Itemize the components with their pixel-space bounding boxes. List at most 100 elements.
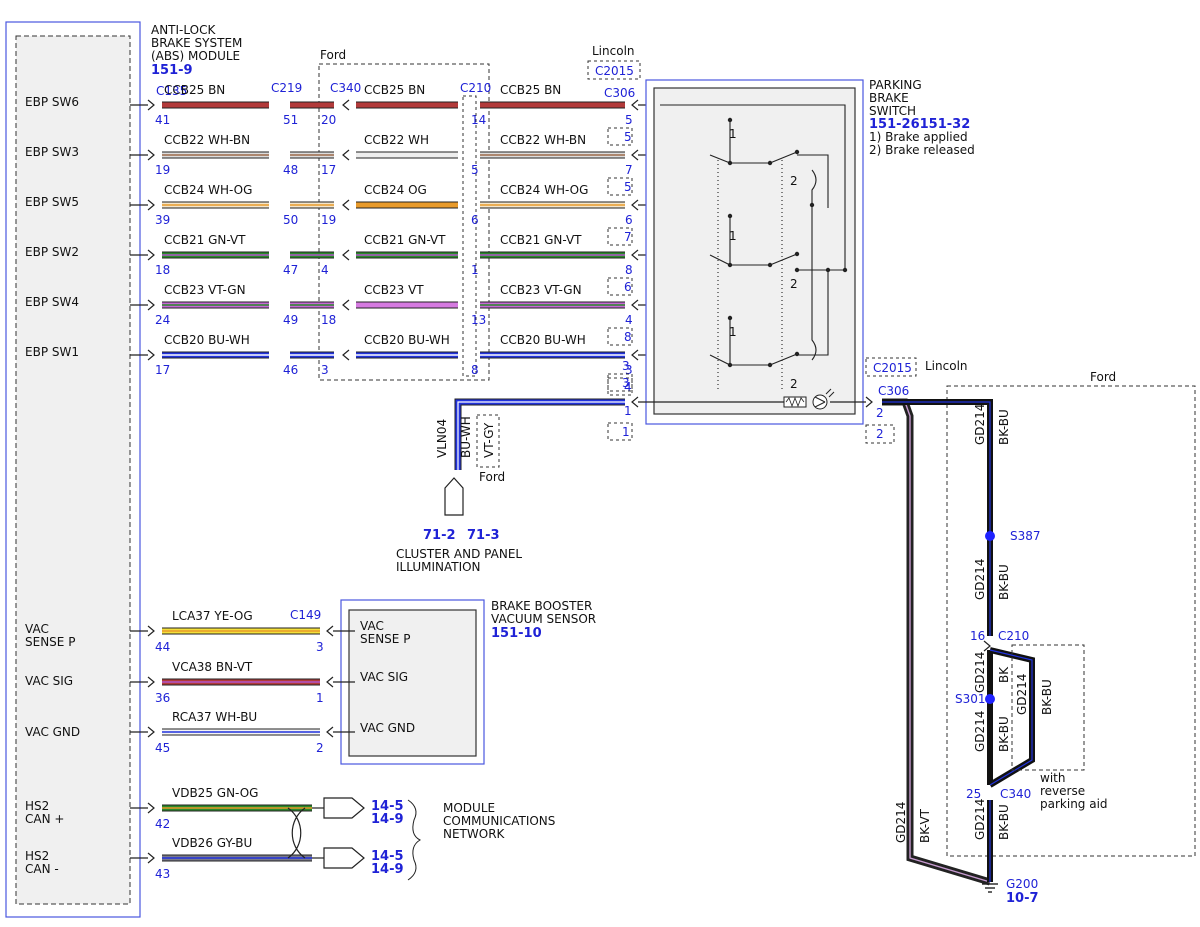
c340-label: C340 [330, 81, 361, 95]
circuit-sw5-pin-1: 50 [283, 213, 298, 227]
booster-pin-gnd: VAC GND [360, 721, 415, 735]
parking-switch-ref[interactable]: 151-26151-32 [869, 117, 970, 132]
can-circuit-0-label: VDB25 GN-OG [172, 786, 258, 800]
abs-pin-ebp-sw3: EBP SW3 [25, 145, 79, 159]
illum-alt-1b: 3 [622, 359, 630, 373]
ground-pin-2: 2 [876, 406, 884, 420]
circuit-sw5-alt-box [607, 227, 633, 246]
circuit-sw4-pin-0: 24 [155, 313, 170, 327]
abs-pin-ebp-sw1: EBP SW1 [25, 345, 79, 359]
ford-region-top [318, 63, 490, 381]
circuit-sw3-pin-2: 17 [321, 163, 336, 177]
illum-wire-name: VLN04 [435, 419, 449, 458]
c210-ground-label: C210 [998, 629, 1029, 643]
splice-s387 [985, 531, 995, 541]
c340-ground-label: C340 [1000, 787, 1031, 801]
abs-pin-can-plus-2: CAN + [25, 812, 64, 826]
circuit-sw3-label-1: CCB22 WH-BN [164, 133, 250, 147]
lincoln-top-label: Lincoln [592, 44, 635, 58]
booster-title-2: VACUUM SENSOR [491, 612, 596, 626]
wire5-name: GD214 [973, 711, 987, 752]
sw-pos-2b: 2 [790, 277, 798, 291]
circuit-sw6-alt-pin: 5 [624, 130, 632, 144]
illum-alt-box-2 [607, 422, 633, 441]
wire1-color: BK-BU [997, 409, 1011, 445]
c135-label: C135 [156, 84, 187, 98]
wire2-color: BK-BU [997, 564, 1011, 600]
parking-switch-note-1: 1) Brake applied [869, 130, 968, 144]
booster-circuit-1-label: VCA38 BN-VT [172, 660, 253, 674]
booster-circuit-2-left-pin: 45 [155, 741, 170, 755]
c210-label: C210 [460, 81, 491, 95]
circuit-sw2-arrow-3 [631, 249, 639, 261]
booster-circuit-0-arrow [147, 625, 155, 637]
circuit-sw6-pin-0: 41 [155, 113, 170, 127]
abs-pin-can-plus-1: HS2 [25, 799, 49, 813]
option-line-1: with [1040, 771, 1065, 785]
abs-title-2: BRAKE SYSTEM [151, 36, 242, 50]
circuit-sw3-pin-0: 19 [155, 163, 170, 177]
circuit-sw6-label-3: CCB25 BN [364, 83, 425, 97]
abs-pin-vac-gnd: VAC GND [25, 725, 80, 739]
circuit-sw4-pin-2: 18 [321, 313, 336, 327]
circuit-sw1-alt-pin: 4 [624, 380, 632, 394]
wire4-name: GD214 [1015, 674, 1029, 715]
booster-title-1: BRAKE BOOSTER [491, 599, 592, 613]
sw-pos-1b: 1 [729, 229, 737, 243]
ford-label-top: Ford [320, 48, 346, 62]
booster-circuit-1-arrow [147, 676, 155, 688]
ground-pin-2b: 2 [876, 427, 884, 441]
c149-label: C149 [290, 608, 321, 622]
abs-pin-ebp-sw2: EBP SW2 [25, 245, 79, 259]
ground-ref: 10-7 [1006, 891, 1039, 906]
abs-title-3: (ABS) MODULE [151, 49, 240, 63]
abs-ref[interactable]: 151-9 [151, 63, 193, 78]
booster-circuit-1-arrow-2 [326, 676, 334, 688]
circuit-sw1-label-1: CCB20 BU-WH [164, 333, 250, 347]
circuit-sw4-label-3: CCB23 VT [364, 283, 424, 297]
can-circuit-1-connector-icon [323, 847, 365, 869]
booster-circuit-2-right-pin: 2 [316, 741, 324, 755]
can-circuit-1-ref-1: 14-5 [371, 849, 404, 864]
circuit-sw3-pin-3: 5 [471, 163, 479, 177]
ground-arrow [865, 396, 873, 408]
bkbu-stripe [882, 401, 991, 636]
circuit-sw2-arrow-1 [147, 249, 155, 261]
can-circuit-0-pin: 42 [155, 817, 170, 831]
circuit-sw5-pin-2: 19 [321, 213, 336, 227]
c2015-right-box [865, 357, 917, 377]
parking-switch-title-3: SWITCH [869, 104, 916, 118]
abs-pin-can-minus-1: HS2 [25, 849, 49, 863]
splice-s301 [985, 694, 995, 704]
can-circuit-1-ref-2: 14-9 [371, 862, 404, 877]
splice-s301-label: S301 [955, 692, 986, 706]
booster-ref[interactable]: 151-10 [491, 626, 542, 641]
circuit-sw6-alt-box [607, 127, 633, 146]
circuit-sw2-pin-4: 8 [625, 263, 633, 277]
abs-pin-can-minus-2: CAN - [25, 862, 59, 876]
illum-arrow [631, 396, 639, 408]
circuit-sw3-label-3: CCB22 WH [364, 133, 429, 147]
can-circuit-1-label: VDB26 GY-BU [172, 836, 252, 850]
circuit-sw6-pin-4: 5 [625, 113, 633, 127]
illum-ford-box [476, 414, 500, 468]
abs-module-inner [15, 35, 131, 905]
sw-pos-2a: 2 [790, 174, 798, 188]
circuit-sw3-label-4: CCB22 WH-BN [500, 133, 586, 147]
circuit-sw2-arrow-2 [342, 249, 350, 261]
switch-mechanism [660, 104, 846, 392]
option-line-2: reverse [1040, 784, 1085, 798]
wire2-name: GD214 [973, 559, 987, 600]
can-brace [407, 799, 422, 881]
wire6-color: BK-BU [997, 804, 1011, 840]
c219-label: C219 [271, 81, 302, 95]
circuit-sw2-alt-box [607, 277, 633, 296]
c306-label: C306 [604, 86, 635, 100]
ground-label: G200 [1006, 877, 1038, 891]
circuit-sw4-pin-4: 4 [625, 313, 633, 327]
can-caption-3: NETWORK [443, 827, 506, 841]
circuit-sw3-arrow-2 [342, 149, 350, 161]
option-dashed-box [1011, 644, 1085, 771]
